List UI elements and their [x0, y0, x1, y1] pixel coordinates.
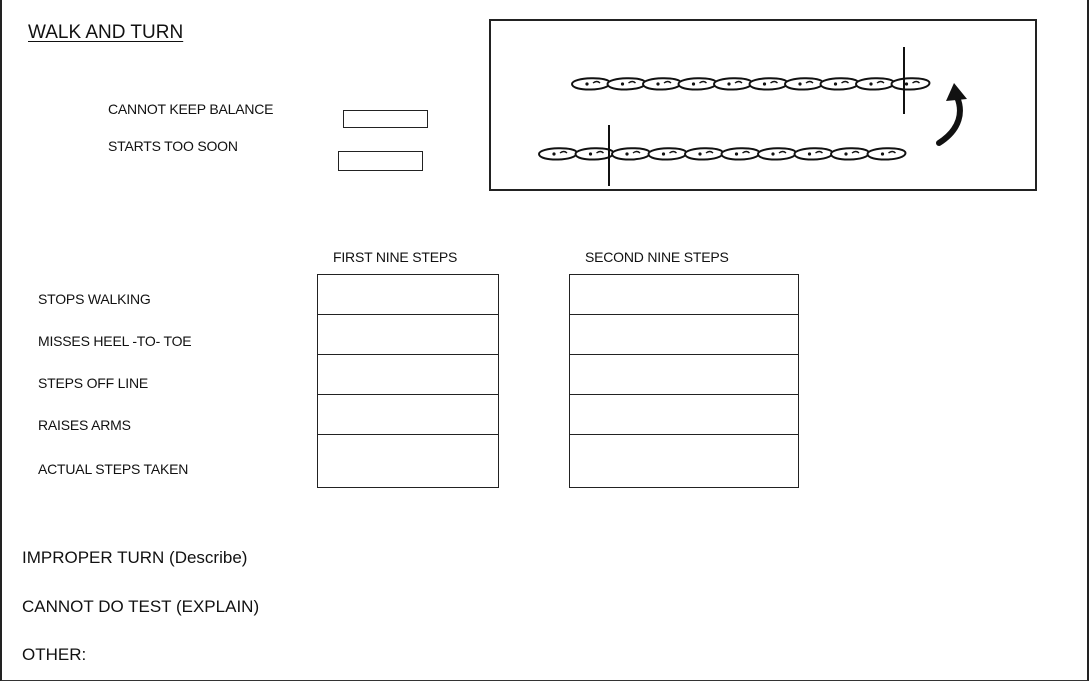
second-steps-off-line-cell[interactable]: [570, 355, 798, 395]
footprint-icon: [712, 77, 754, 91]
first-misses-heel-to-toe-cell[interactable]: [318, 315, 498, 355]
turn-arrow-icon: [936, 83, 967, 146]
footprint-icon: [866, 147, 907, 161]
first-raises-arms-cell[interactable]: [318, 395, 498, 435]
row-label-stops-walking: STOPS WALKING: [38, 291, 151, 307]
footprint-icon: [829, 147, 871, 161]
first-steps-off-line-cell[interactable]: [318, 355, 498, 395]
cannot-do-test-label: CANNOT DO TEST (EXPLAIN): [22, 597, 260, 616]
footprint-icon: [854, 77, 896, 91]
improper-turn-label: IMPROPER TURN (Describe): [22, 548, 248, 567]
form-title: WALK AND TURN: [28, 22, 184, 43]
footprint-icon: [677, 77, 718, 91]
footprint-icon: [537, 147, 579, 161]
footprint-icon: [610, 147, 652, 161]
second-nine-steps-grid: [569, 274, 799, 488]
row-label-actual-steps-taken: ACTUAL STEPS TAKEN: [38, 461, 189, 477]
footprint-diagram-svg: [537, 47, 967, 186]
footprint-icon: [890, 77, 931, 91]
column-header-second-nine-steps: SECOND NINE STEPS: [585, 249, 729, 265]
cannot-keep-balance-checkbox[interactable]: [343, 110, 428, 128]
footprint-icon: [570, 77, 612, 91]
column-header-first-nine-steps: FIRST NINE STEPS: [333, 249, 458, 265]
starts-too-soon-label: STARTS TOO SOON: [108, 138, 238, 154]
second-stops-walking-cell[interactable]: [570, 275, 798, 315]
second-misses-heel-to-toe-cell[interactable]: [570, 315, 798, 355]
footprint-icon: [819, 77, 860, 91]
row-label-steps-off-line: STEPS OFF LINE: [38, 375, 148, 391]
first-nine-steps-grid: [317, 274, 499, 488]
first-stops-walking-cell[interactable]: [318, 275, 498, 315]
other-label: OTHER:: [22, 645, 87, 664]
footprint-icon: [793, 147, 834, 161]
footprint-icon: [683, 147, 725, 161]
footprint-icon: [574, 147, 615, 161]
footprint-icon: [783, 77, 825, 91]
first-actual-steps-taken-cell[interactable]: [318, 435, 498, 480]
second-raises-arms-cell[interactable]: [570, 395, 798, 435]
footprint-icon: [756, 147, 798, 161]
footprint-icon: [748, 77, 789, 91]
footprint-icon: [720, 147, 761, 161]
footprint-icon: [641, 77, 683, 91]
walk-line-diagram: [489, 19, 1037, 191]
footprint-icon: [647, 147, 688, 161]
cannot-keep-balance-label: CANNOT KEEP BALANCE: [108, 101, 274, 117]
row-label-raises-arms: RAISES ARMS: [38, 417, 131, 433]
footprint-icon: [606, 77, 647, 91]
second-actual-steps-taken-cell[interactable]: [570, 435, 798, 480]
starts-too-soon-checkbox[interactable]: [338, 151, 423, 171]
row-label-misses-heel-to-toe: MISSES HEEL -TO- TOE: [38, 333, 192, 349]
